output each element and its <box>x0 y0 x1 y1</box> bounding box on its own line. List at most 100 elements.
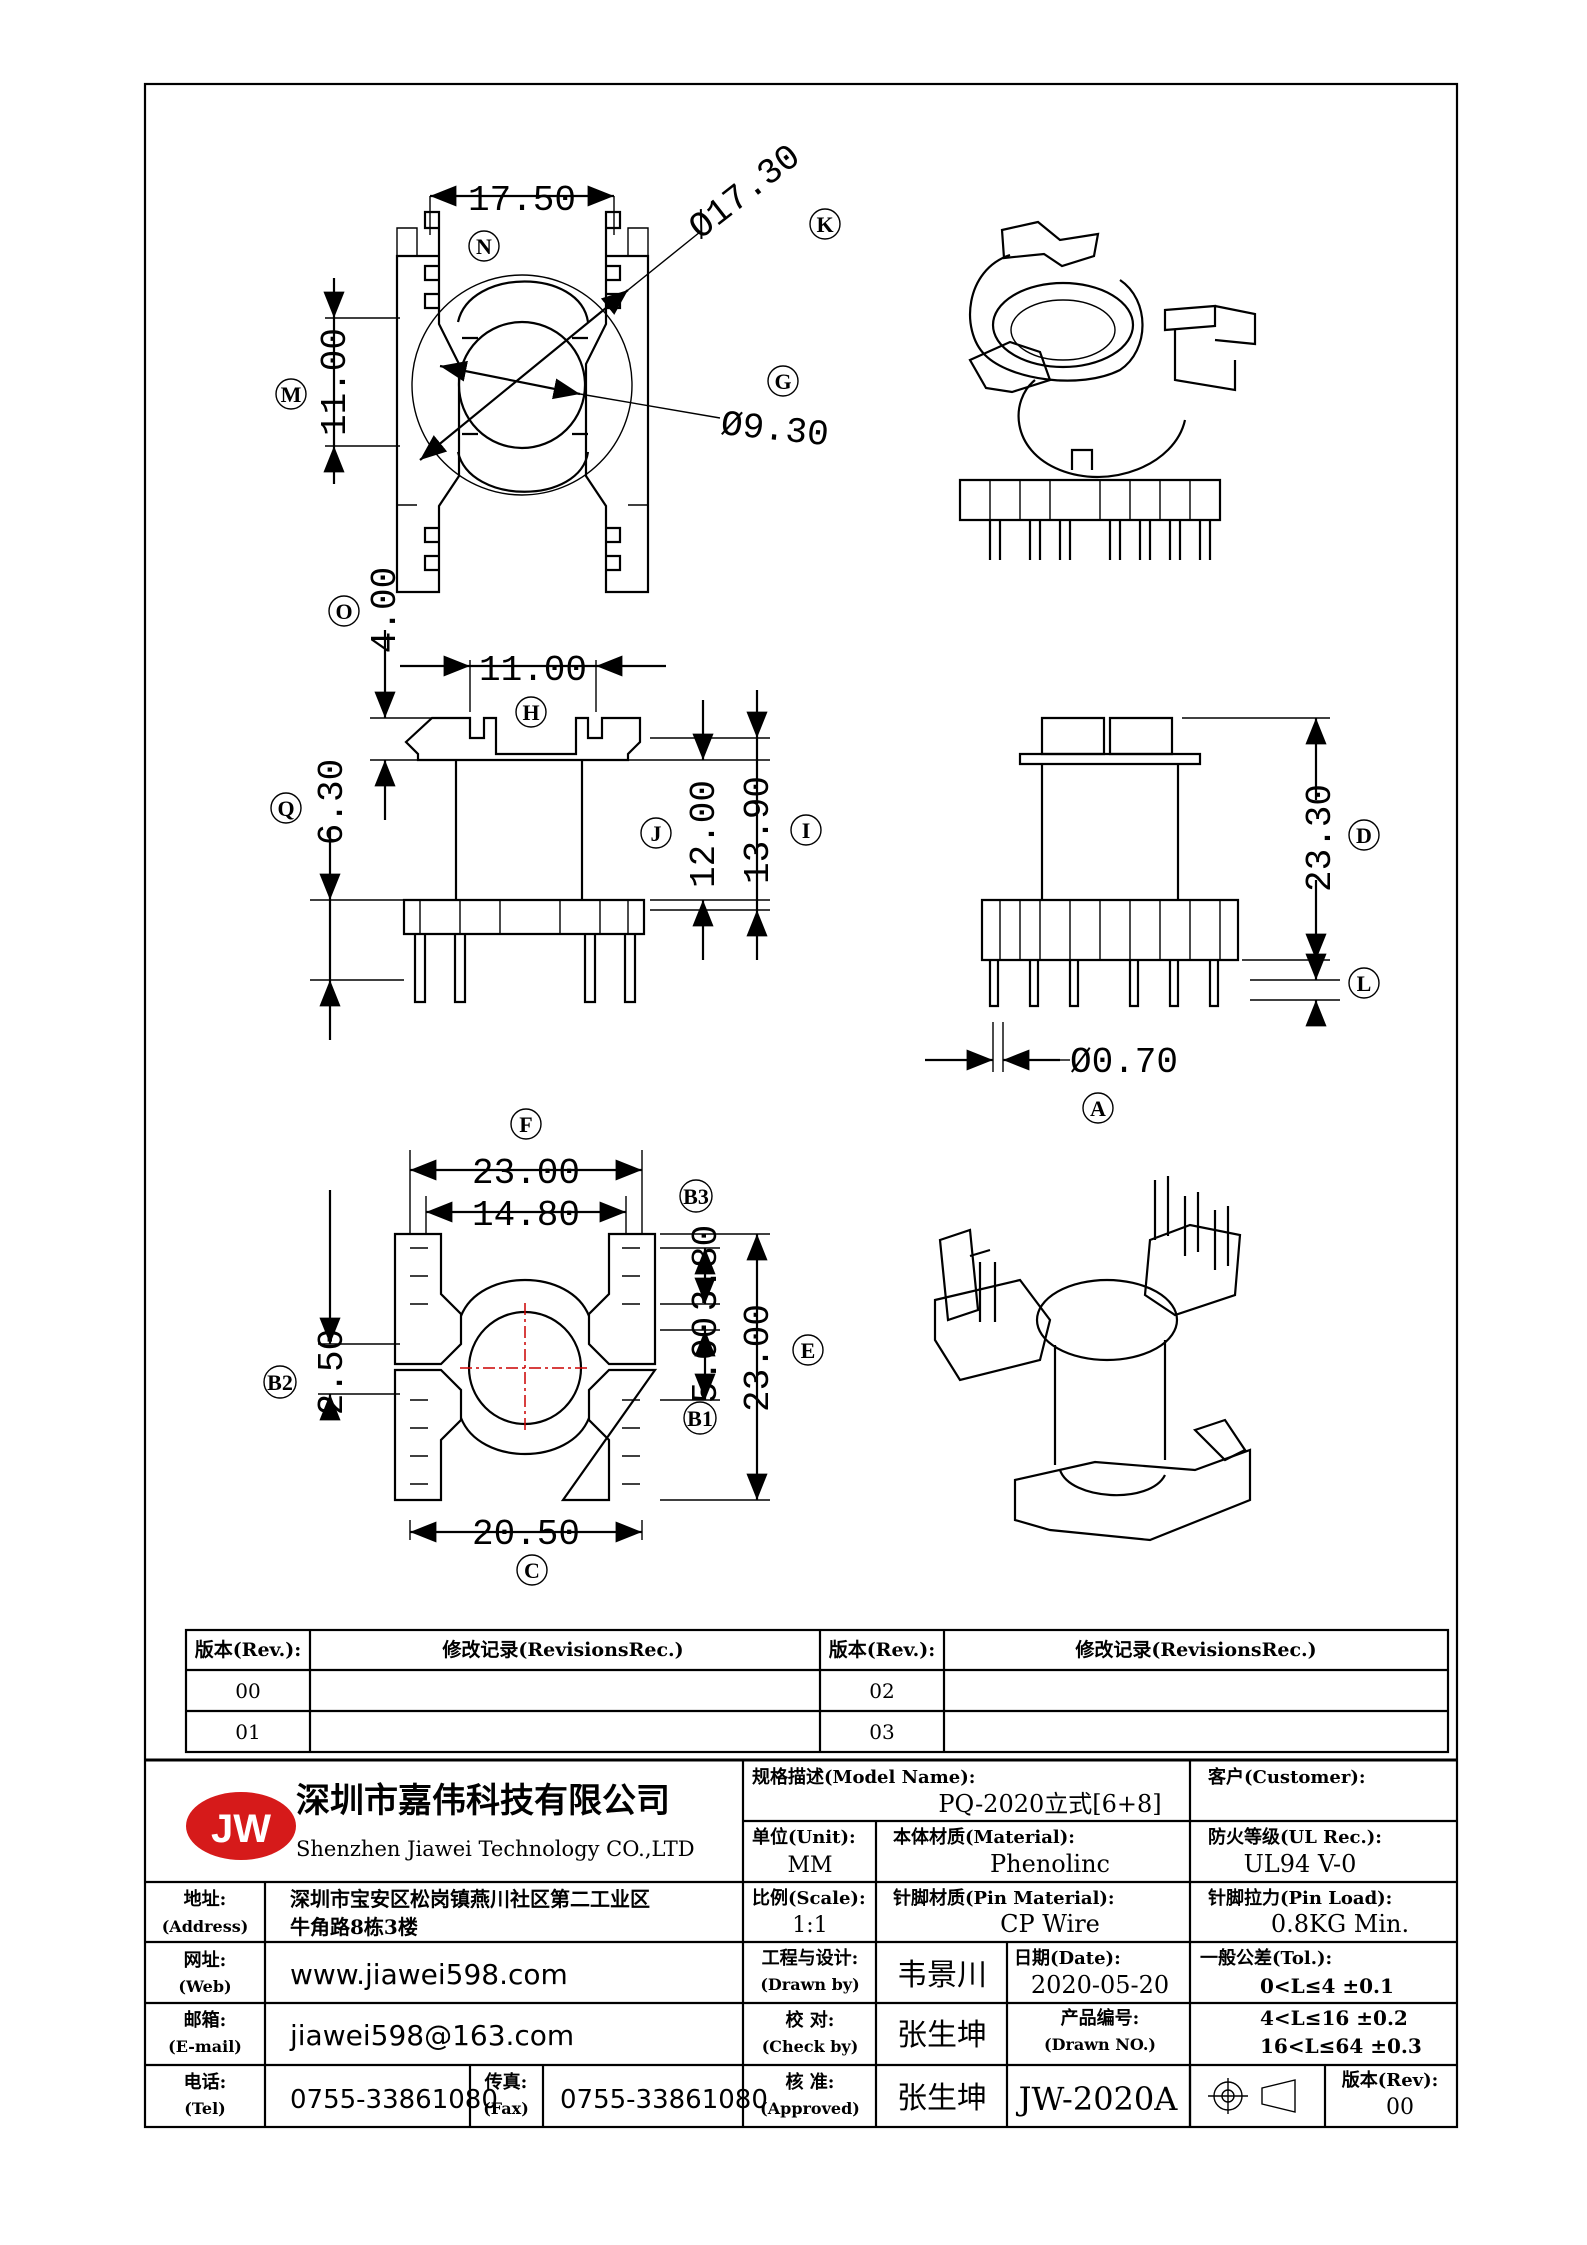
dim-bottom-inner-w: 14.80 <box>472 1195 580 1236</box>
tel-label-en: (Tel) <box>184 2099 225 2118</box>
scale-label: 比例(Scale): <box>752 1887 866 1909</box>
company-name-en: Shenzhen Jiawei Technology CO.,LTD <box>296 1837 695 1861</box>
dim-front-pin: Ø0.70 <box>1070 1042 1178 1083</box>
pin-load-label: 针脚拉力(Pin Load): <box>1208 1887 1392 1909</box>
web-label-en: (Web) <box>178 1977 231 1996</box>
revisions-table: 版本(Rev.): 修改记录(RevisionsRec.) 版本(Rev.): … <box>184 1628 1450 1754</box>
rec-header-left: 修改记录(RevisionsRec.) <box>441 1638 683 1661</box>
email-value[interactable]: jiawei598@163.com <box>289 2019 574 2052</box>
tag-b2: B2 <box>267 1370 293 1395</box>
dim-side-outer-h: 13.90 <box>738 776 779 884</box>
tag-j: J <box>651 821 662 846</box>
dim-side-top: 4.00 <box>365 567 406 653</box>
dim-side-width: 11.00 <box>479 650 587 691</box>
tag-b3: B3 <box>683 1184 709 1209</box>
rev-label: 版本(Rev): <box>1342 2069 1439 2091</box>
email-label-cn: 邮箱: <box>184 2009 227 2031</box>
dim-bottom-base-w: 20.50 <box>472 1514 580 1555</box>
email-label-en: (E-mail) <box>168 2037 242 2056</box>
dim-bottom-total-w: 23.00 <box>472 1153 580 1194</box>
model-value: PQ-2020立式[6+8] <box>938 1790 1161 1818</box>
tag-h: H <box>522 700 539 725</box>
tag-b1: B1 <box>687 1406 713 1431</box>
tag-d: D <box>1356 823 1372 848</box>
drawn-value: 韦景川 <box>897 1958 987 1993</box>
iso-view-bottom <box>933 1176 1252 1542</box>
dim-bottom-pitch: 3.80 <box>686 1225 727 1311</box>
check-value: 张生坤 <box>897 2018 987 2053</box>
rev-row-1-left: 01 <box>235 1720 260 1744</box>
tol-line2: 4<L≤16 ±0.2 <box>1260 2006 1408 2030</box>
pin-load-value: 0.8KG Min. <box>1271 1910 1409 1938</box>
tag-m: M <box>281 382 302 407</box>
tag-g: G <box>774 369 791 394</box>
unit-value: MM <box>787 1853 832 1878</box>
company-logo <box>186 1792 296 1860</box>
front-view: 23.30 Ø0.70 D L A <box>925 716 1380 1124</box>
approved-value: 张生坤 <box>897 2081 987 2116</box>
top-view: 17.50 11.00 Ø17.30 Ø9.30 N M K G <box>275 137 841 594</box>
date-value: 2020-05-20 <box>1031 1971 1169 1999</box>
dim-top-width: 17.50 <box>468 180 576 221</box>
date-label: 日期(Date): <box>1014 1948 1121 1969</box>
drawn-label-cn: 工程与设计: <box>762 1947 859 1969</box>
material-label: 本体材质(Material): <box>893 1826 1075 1848</box>
material-value: Phenolinc <box>990 1850 1110 1878</box>
fax-label-cn: 传真: <box>484 2071 528 2093</box>
dim-bottom-total-h: 23.00 <box>738 1304 779 1412</box>
tol-label: 一般公差(Tol.): <box>1200 1947 1332 1969</box>
rev-row-0-right: 02 <box>869 1679 894 1703</box>
check-label-cn: 校 对: <box>786 2009 835 2031</box>
bottom-view: 23.00 14.80 20.50 23.00 3.80 5.00 2.50 F… <box>263 1108 824 1586</box>
tel-label-cn: 电话: <box>184 2071 227 2093</box>
approved-label-cn: 核 准: <box>786 2071 835 2093</box>
drawn-no-label-cn: 产品编号: <box>1061 2007 1140 2029</box>
dim-top-outer-dia: Ø17.30 <box>682 137 809 249</box>
title-block: JW 深圳市嘉伟科技有限公司 Shenzhen Jiawei Technolog… <box>145 1758 1457 2127</box>
web-value[interactable]: www.jiawei598.com <box>290 1958 568 1991</box>
rev-row-1-right: 03 <box>869 1720 894 1744</box>
dim-top-height: 11.00 <box>315 328 356 436</box>
rev-value: 00 <box>1386 2095 1414 2120</box>
fax-label-en: (Fax) <box>483 2099 529 2118</box>
company-name-cn: 深圳市嘉伟科技有限公司 <box>296 1781 670 1821</box>
check-label-en: (Check by) <box>762 2037 859 2056</box>
dim-top-inner-dia: Ø9.30 <box>719 404 831 456</box>
tag-l: L <box>1357 971 1372 996</box>
tol-line1: 0<L≤4 ±0.1 <box>1260 1974 1394 1998</box>
drawn-label-en: (Drawn by) <box>760 1975 859 1994</box>
tag-o: O <box>335 599 352 624</box>
tag-e: E <box>801 1338 816 1363</box>
ul-value: UL94 V-0 <box>1244 1850 1357 1878</box>
fax-value: 0755-33861080 <box>560 2085 768 2115</box>
dim-side-lower: 6.30 <box>312 759 353 845</box>
dim-bottom-slot: 2.50 <box>312 1329 353 1415</box>
unit-label: 单位(Unit): <box>752 1826 856 1848</box>
rev-header-right: 版本(Rev.): <box>829 1638 936 1661</box>
logo-text: JW <box>211 1807 271 1851</box>
tag-c: C <box>524 1558 540 1583</box>
approved-label-en: (Approved) <box>760 2099 860 2118</box>
web-label-cn: 网址: <box>184 1950 227 1971</box>
customer-label: 客户(Customer): <box>1208 1766 1366 1788</box>
rev-header-left: 版本(Rev.): <box>195 1638 302 1661</box>
address-label-cn: 地址: <box>184 1888 227 1910</box>
tag-i: I <box>802 818 811 843</box>
ul-label: 防火等级(UL Rec.): <box>1208 1826 1382 1848</box>
address-line1: 深圳市宝安区松岗镇燕川社区第二工业区 <box>290 1887 650 1911</box>
tag-n: N <box>476 234 492 259</box>
rev-row-0-left: 00 <box>235 1679 260 1703</box>
iso-view-top <box>958 220 1257 560</box>
address-line2: 牛角路8栋3楼 <box>290 1915 418 1939</box>
pin-material-value: CP Wire <box>1000 1910 1100 1938</box>
rec-header-right: 修改记录(RevisionsRec.) <box>1074 1638 1316 1661</box>
dim-front-height: 23.30 <box>1300 784 1341 892</box>
model-label: 规格描述(Model Name): <box>752 1766 975 1788</box>
side-view: 11.00 4.00 6.30 12.00 13.90 O H Q J I <box>270 567 822 1040</box>
address-label-en: (Address) <box>162 1917 249 1936</box>
tag-k: K <box>816 212 833 237</box>
drawing-number: JW-2020A <box>1016 2080 1179 2118</box>
sheet-border <box>143 82 1459 2129</box>
tag-f: F <box>519 1112 532 1137</box>
